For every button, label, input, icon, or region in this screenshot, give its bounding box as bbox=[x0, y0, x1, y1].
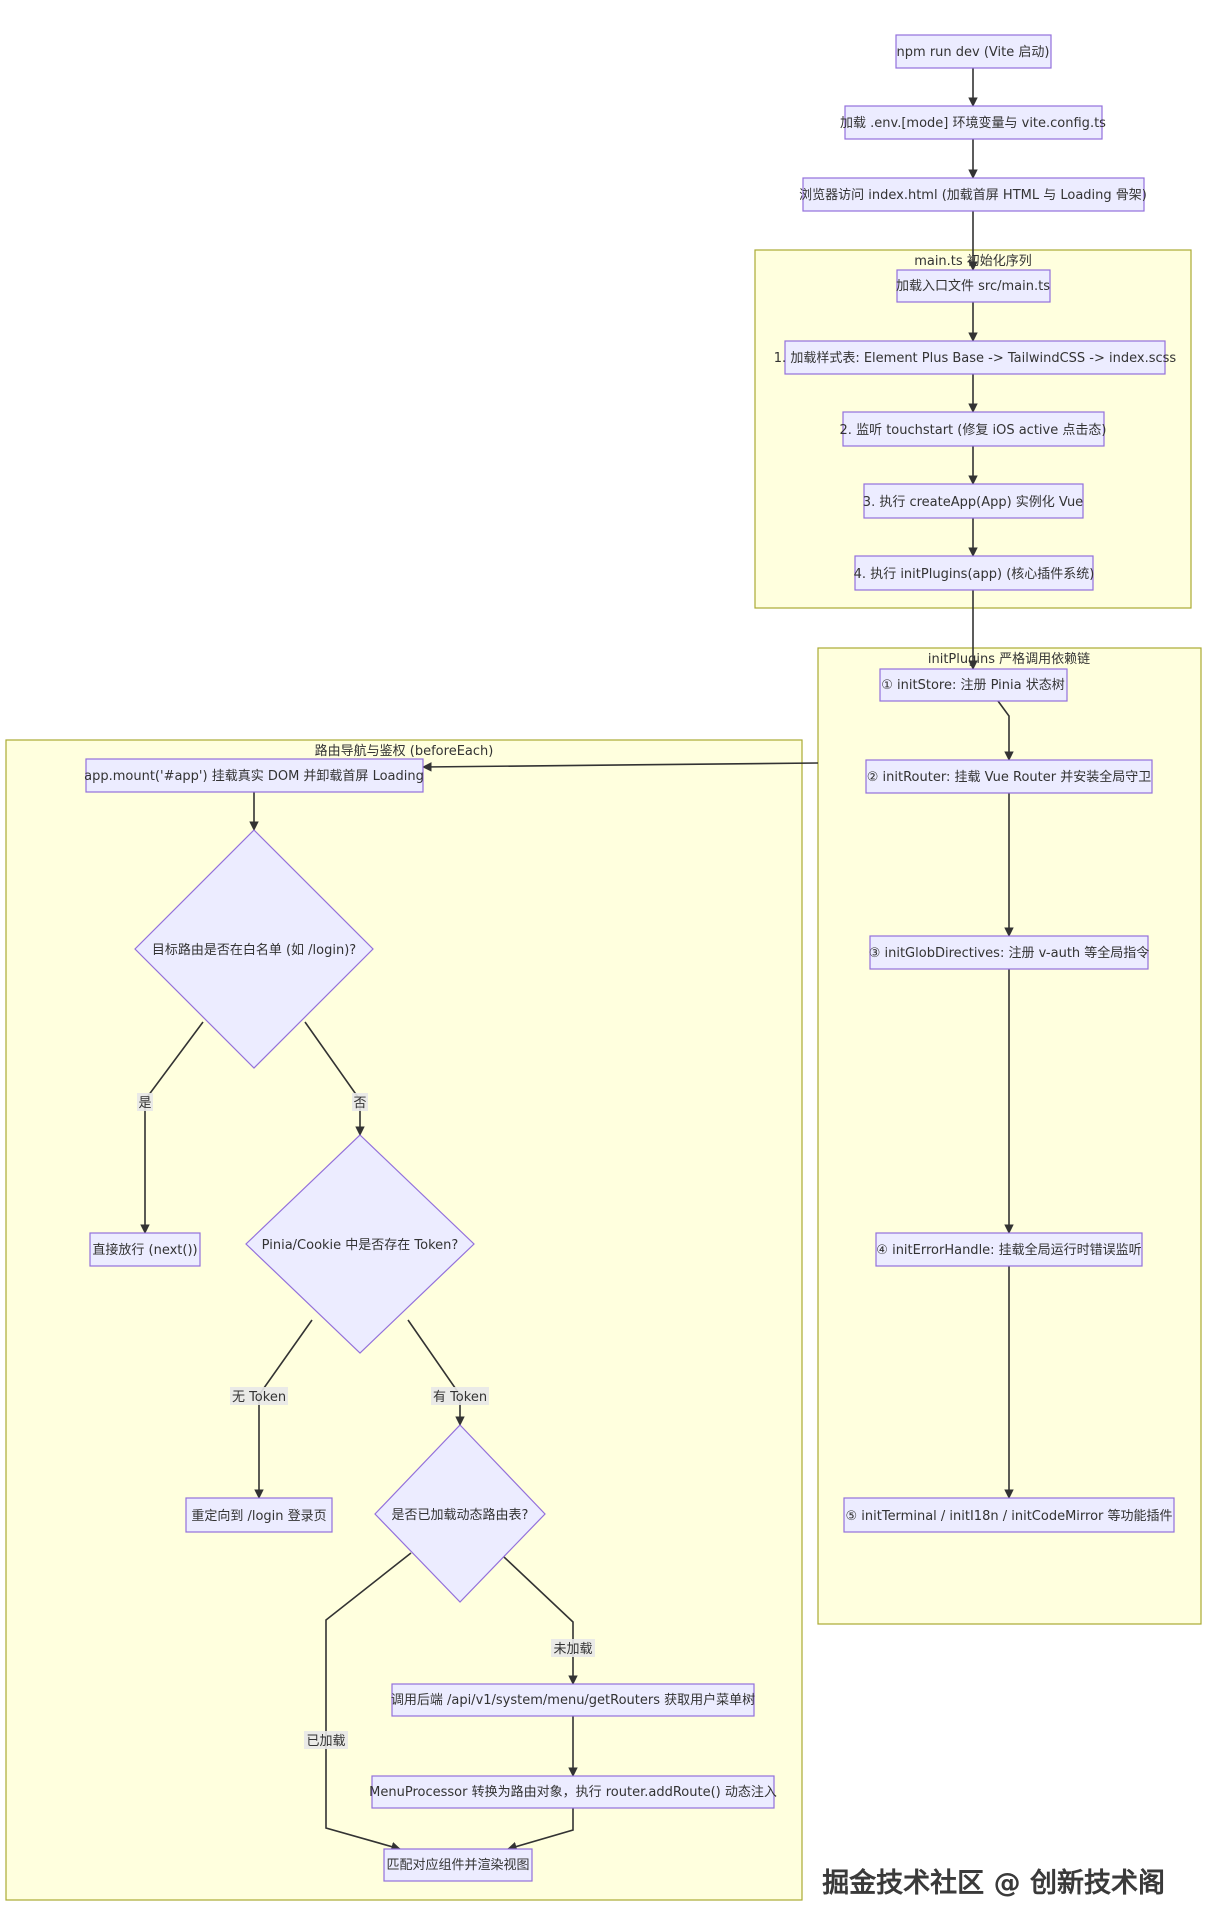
node-load-env-text: 加载 .env.[mode] 环境变量与 vite.config.ts bbox=[840, 115, 1106, 131]
node-token-decision: Pinia/Cookie 中是否存在 Token? bbox=[245, 1134, 475, 1354]
node-fetch-routes-text: 调用后端 /api/v1/system/menu/getRouters 获取用户… bbox=[391, 1692, 755, 1708]
node-init-terminal: ⑤ initTerminal / initI18n / initCodeMirr… bbox=[843, 1497, 1175, 1533]
node-step3: 3. 执行 createApp(App) 实例化 Vue bbox=[863, 483, 1084, 519]
node-step2-text: 2. 监听 touchstart (修复 iOS active 点击态) bbox=[840, 423, 1107, 438]
node-init-router: ② initRouter: 挂载 Vue Router 并安装全局守卫 bbox=[865, 759, 1153, 794]
node-redirect-login-text: 重定向到 /login 登录页 bbox=[191, 1508, 326, 1524]
cluster-router-guard: 路由导航与鉴权 (beforeEach) bbox=[5, 739, 803, 1901]
watermark: 掘金技术社区 @ 创新技术阁 bbox=[822, 1867, 1165, 1899]
node-init-directives: ③ initGlobDirectives: 注册 v-auth 等全局指令 bbox=[869, 935, 1150, 970]
edge-label-no: 否 bbox=[353, 1096, 366, 1111]
node-dynamic-decision: 是否已加载动态路由表? bbox=[374, 1424, 546, 1603]
node-menu-processor: MenuProcessor 转换为路由对象，执行 router.addRoute… bbox=[369, 1775, 777, 1809]
edge-label-no-token: 无 Token bbox=[232, 1390, 286, 1405]
node-step3-text: 3. 执行 createApp(App) 实例化 Vue bbox=[863, 495, 1083, 510]
cluster-init-plugins-title: initPlugins 严格调用依赖链 bbox=[928, 651, 1090, 667]
edge-router-to-mount bbox=[422, 762, 819, 772]
node-npm-run: npm run dev (Vite 启动) bbox=[895, 34, 1052, 69]
node-match-render: 匹配对应组件并渲染视图 bbox=[383, 1848, 533, 1882]
node-init-directives-text: ③ initGlobDirectives: 注册 v-auth 等全局指令 bbox=[869, 945, 1150, 961]
edge-label-loaded: 已加载 bbox=[306, 1734, 345, 1749]
node-load-env: 加载 .env.[mode] 环境变量与 vite.config.ts bbox=[840, 105, 1106, 140]
node-npm-run-text: npm run dev (Vite 启动) bbox=[897, 45, 1050, 60]
edge-label-has-token: 有 Token bbox=[433, 1390, 487, 1405]
edge-store-to-router bbox=[997, 700, 1014, 761]
node-init-terminal-text: ⑤ initTerminal / initI18n / initCodeMirr… bbox=[845, 1508, 1172, 1524]
node-menu-processor-text: MenuProcessor 转换为路由对象，执行 router.addRoute… bbox=[369, 1784, 777, 1800]
node-browser-visit-text: 浏览器访问 index.html (加载首屏 HTML 与 Loading 骨架… bbox=[799, 187, 1147, 203]
node-step1: 1. 加载样式表: Element Plus Base -> TailwindC… bbox=[774, 340, 1177, 375]
node-whitelist-decision: 目标路由是否在白名单 (如 /login)? bbox=[134, 829, 374, 1069]
cluster-router-guard-title: 路由导航与鉴权 (beforeEach) bbox=[315, 743, 494, 759]
node-app-mount: app.mount('#app') 挂载真实 DOM 并卸载首屏 Loading bbox=[84, 758, 424, 793]
node-app-mount-text: app.mount('#app') 挂载真实 DOM 并卸载首屏 Loading bbox=[84, 768, 424, 784]
node-init-store: ① initStore: 注册 Pinia 状态树 bbox=[879, 668, 1068, 702]
edge-labels: 是 否 无 Token 有 Token 未加载 已加载 bbox=[137, 1093, 595, 1749]
node-init-store-text: ① initStore: 注册 Pinia 状态树 bbox=[881, 678, 1064, 693]
node-fetch-routes: 调用后端 /api/v1/system/menu/getRouters 获取用户… bbox=[391, 1683, 755, 1717]
edges bbox=[140, 68, 1014, 1852]
node-whitelist-decision-text: 目标路由是否在白名单 (如 /login)? bbox=[152, 942, 356, 958]
node-dynamic-decision-text: 是否已加载动态路由表? bbox=[392, 1507, 529, 1523]
node-step2: 2. 监听 touchstart (修复 iOS active 点击态) bbox=[840, 411, 1107, 447]
node-step4-text: 4. 执行 initPlugins(app) (核心插件系统) bbox=[854, 567, 1095, 582]
node-next-pass: 直接放行 (next()) bbox=[89, 1232, 201, 1267]
edge-label-yes: 是 bbox=[138, 1096, 151, 1111]
node-next-pass-text: 直接放行 (next()) bbox=[92, 1242, 197, 1258]
node-match-render-text: 匹配对应组件并渲染视图 bbox=[386, 1857, 529, 1873]
edge-processor-to-match bbox=[507, 1808, 574, 1852]
node-init-router-text: ② initRouter: 挂载 Vue Router 并安装全局守卫 bbox=[867, 769, 1151, 785]
node-step4: 4. 执行 initPlugins(app) (核心插件系统) bbox=[854, 555, 1095, 591]
edge-label-not-loaded: 未加载 bbox=[553, 1642, 592, 1657]
node-browser-visit: 浏览器访问 index.html (加载首屏 HTML 与 Loading 骨架… bbox=[799, 177, 1147, 212]
edge-dynamic-loaded bbox=[325, 1552, 412, 1852]
edge-dynamic-not-loaded bbox=[503, 1556, 578, 1685]
node-load-entry: 加载入口文件 src/main.ts bbox=[896, 269, 1051, 303]
node-redirect-login: 重定向到 /login 登录页 bbox=[185, 1497, 333, 1533]
node-step1-text: 1. 加载样式表: Element Plus Base -> TailwindC… bbox=[774, 351, 1177, 366]
node-token-decision-text: Pinia/Cookie 中是否存在 Token? bbox=[262, 1238, 459, 1253]
node-load-entry-text: 加载入口文件 src/main.ts bbox=[896, 279, 1050, 294]
node-init-error-text: ④ initErrorHandle: 挂载全局运行时错误监听 bbox=[876, 1242, 1141, 1258]
node-init-error: ④ initErrorHandle: 挂载全局运行时错误监听 bbox=[875, 1232, 1143, 1267]
